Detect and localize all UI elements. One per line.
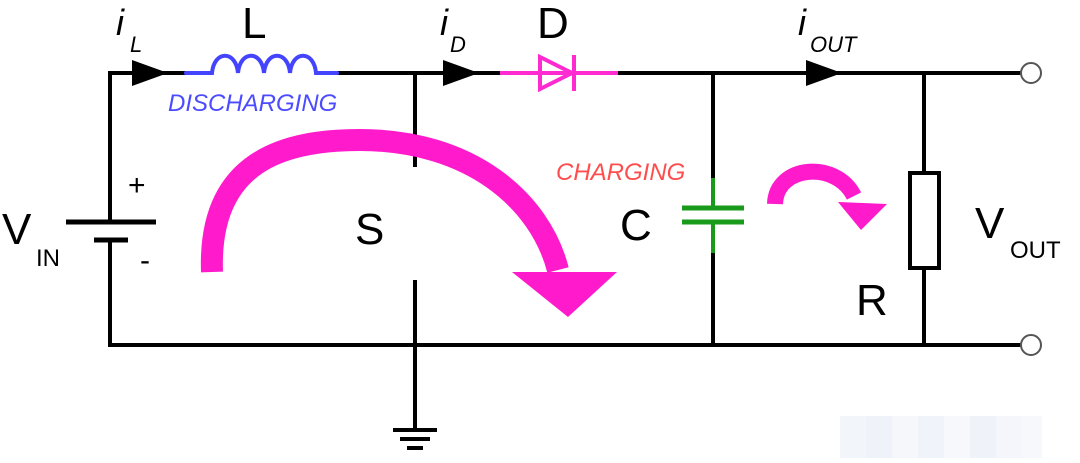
faded-watermark-blocks xyxy=(840,416,1042,458)
vout-label: V xyxy=(975,199,1005,248)
vin-subscript: IN xyxy=(36,245,60,272)
minus-sign: - xyxy=(140,244,150,277)
current-iout-symbol: i xyxy=(798,2,807,43)
inductor-coil xyxy=(184,53,339,75)
current-id-symbol: i xyxy=(440,2,449,43)
diode-triangle xyxy=(538,53,577,93)
plus-sign: + xyxy=(128,169,146,202)
wires xyxy=(108,71,1024,432)
current-il-symbol: i xyxy=(116,2,125,43)
capacitor-state-label: CHARGING xyxy=(556,159,685,186)
inductor-state-label: DISCHARGING xyxy=(168,90,337,117)
output-current-arrowhead xyxy=(838,202,887,230)
resistor-label: R xyxy=(856,276,888,325)
vin-label: V xyxy=(2,205,32,254)
current-arrow-il xyxy=(132,60,168,86)
resistor-body xyxy=(908,171,941,270)
output-current-loop xyxy=(767,163,862,206)
switch-current-loop xyxy=(200,128,569,273)
current-arrow-iout xyxy=(806,60,842,86)
capacitor-label: C xyxy=(620,201,652,250)
output-terminal-top xyxy=(1020,62,1042,84)
current-loops xyxy=(200,128,887,317)
switch-current-arrowhead xyxy=(512,272,617,317)
diode-symbol xyxy=(500,53,618,93)
current-id-subscript: D xyxy=(450,32,466,57)
current-iout-subscript: OUT xyxy=(810,32,858,57)
switch-label: S xyxy=(355,205,384,254)
vout-subscript: OUT xyxy=(1010,237,1061,264)
ground-icon xyxy=(393,428,437,450)
current-il-subscript: L xyxy=(130,32,142,57)
output-terminal-bottom xyxy=(1020,334,1042,356)
current-arrow-id xyxy=(443,60,479,86)
inductor-label: L xyxy=(242,0,266,48)
capacitor-symbol xyxy=(682,178,744,253)
input-source xyxy=(66,219,156,243)
diode-label: D xyxy=(537,0,569,48)
